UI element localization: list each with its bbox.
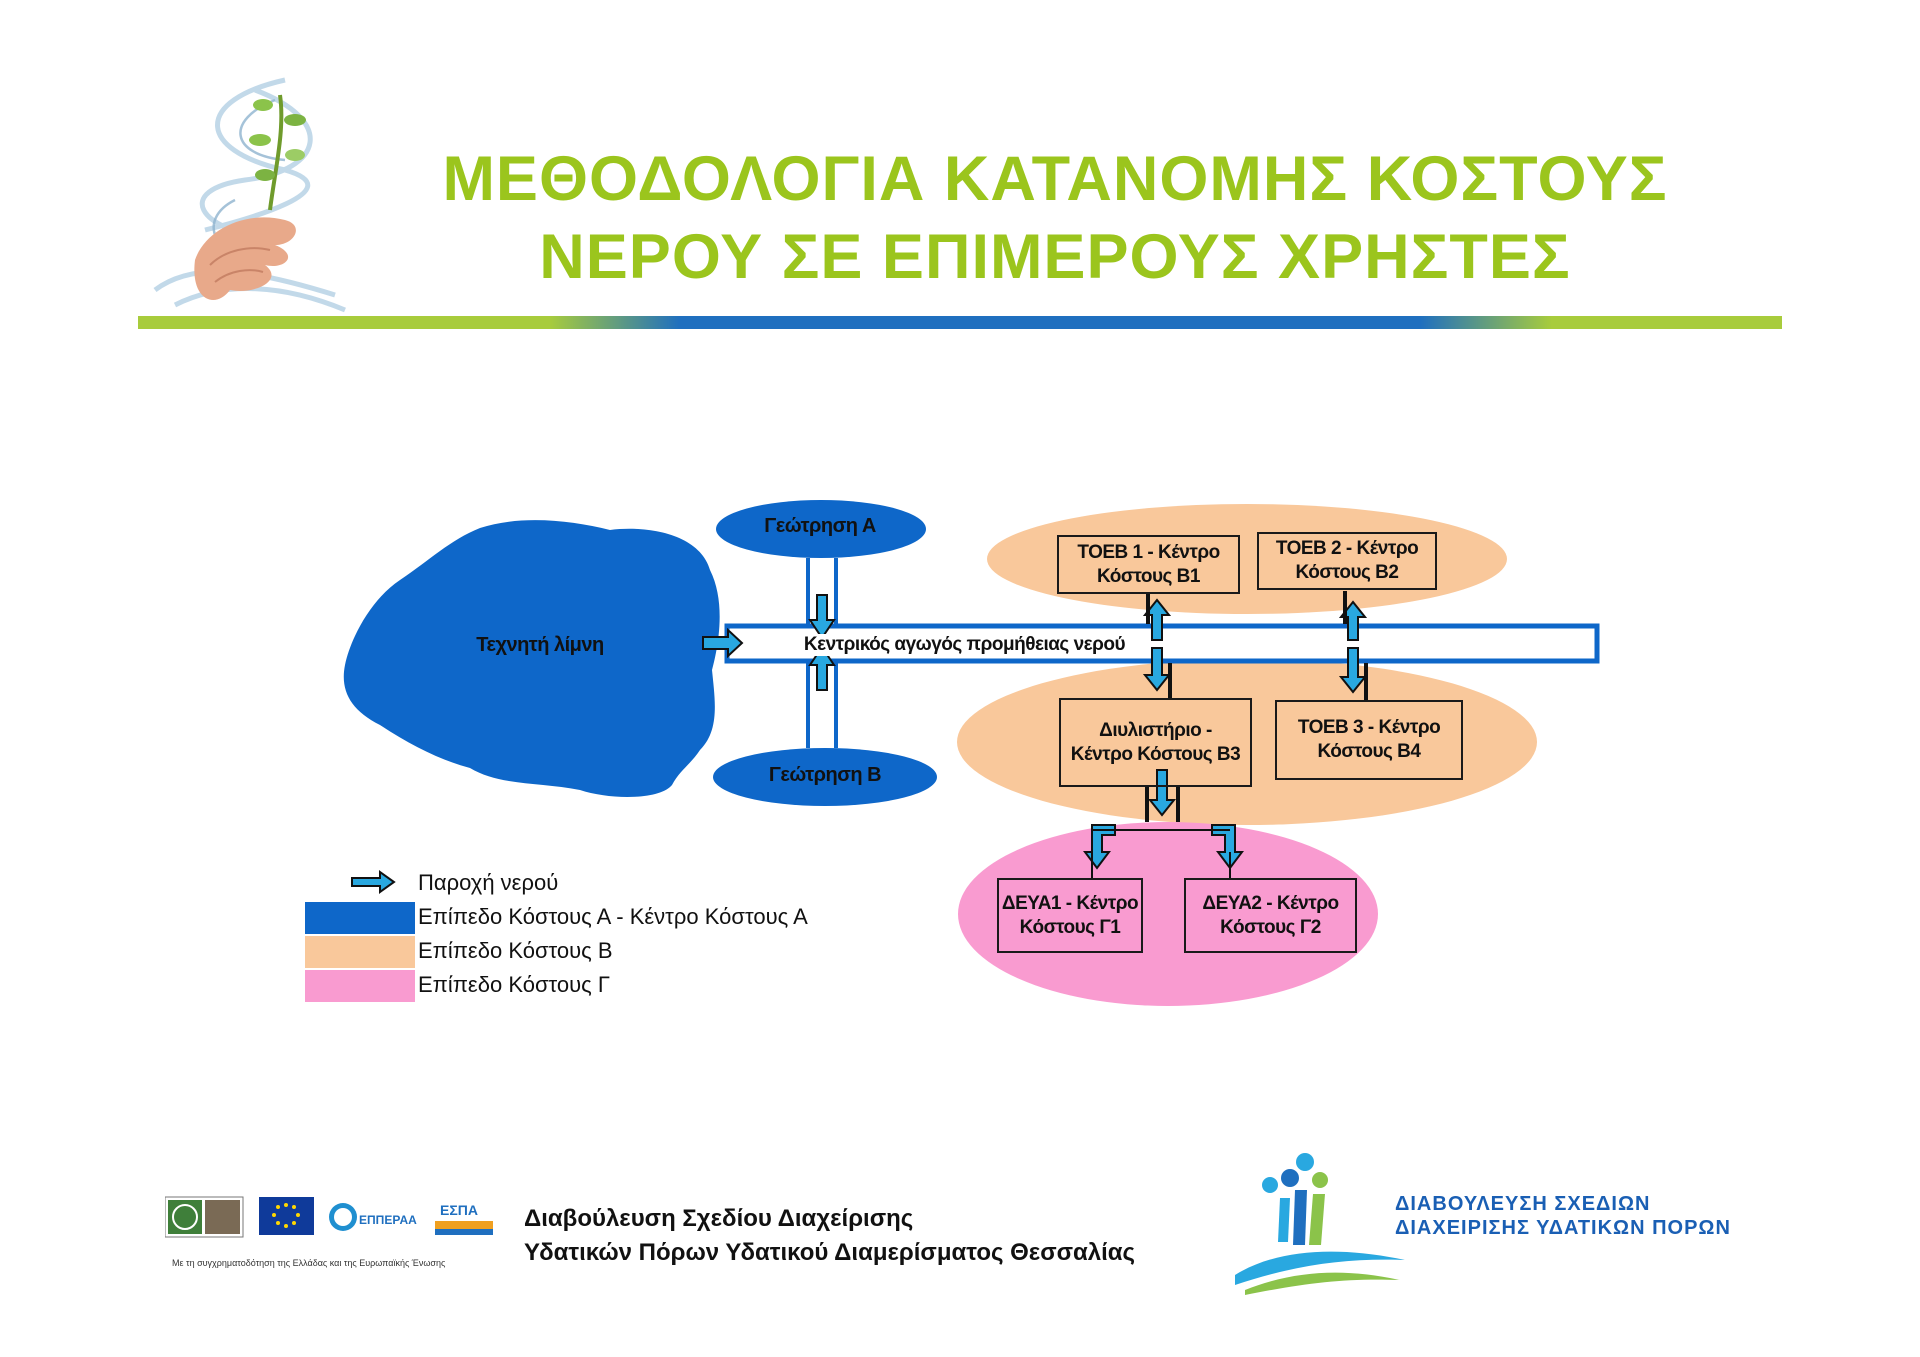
artificial-lake-shape bbox=[343, 520, 720, 797]
lake-label: Τεχνητή λίμνη bbox=[476, 634, 604, 656]
brand-line-2: ΔΙΑΧΕΙΡΙΣΗΣ ΥΔΑΤΙΚΩΝ ΠΟΡΩΝ bbox=[1395, 1217, 1731, 1239]
consultation-logo-icon bbox=[1235, 1153, 1405, 1295]
treatment-plant-cost-center: Διυλιστήριο -Κέντρο Κόστους Β3 bbox=[1059, 698, 1252, 787]
flow-arrow-plant-out bbox=[1147, 769, 1177, 817]
flow-arrow-deya2 bbox=[1211, 824, 1244, 870]
footer-line-2: Υδατικών Πόρων Υδατικού Διαμερίσματος Θε… bbox=[524, 1239, 1136, 1266]
eu-flag-icon bbox=[259, 1197, 314, 1235]
legend-label-level-c: Επίπεδο Κόστους Γ bbox=[418, 972, 611, 997]
flow-arrow-well-a bbox=[808, 594, 836, 640]
svg-text:ΕΠΠΕΡΑΑ: ΕΠΠΕΡΑΑ bbox=[359, 1213, 417, 1227]
flow-arrow-plant bbox=[1142, 647, 1172, 692]
title-line-2: ΝΕΡΟΥ ΣΕ ΕΠΙΜΕΡΟΥΣ ΧΡΗΣΤΕΣ bbox=[539, 222, 1571, 292]
flow-arrow-well-b bbox=[808, 645, 836, 691]
well-a-label: Γεώτρηση Α bbox=[764, 515, 876, 537]
well-pipes bbox=[806, 558, 838, 748]
flow-arrow-toeb1 bbox=[1142, 598, 1172, 641]
brand-line-1: ΔΙΑΒΟΥΛΕΥΣΗ ΣΧΕΔΙΩΝ bbox=[1395, 1193, 1651, 1215]
header-divider bbox=[138, 316, 1782, 329]
cofunding-caption: Με τη συγχρηματοδότηση της Ελλάδας και τ… bbox=[172, 1258, 446, 1268]
well-b-label: Γεώτρηση Β bbox=[768, 764, 882, 786]
legend-label-level-a: Επίπεδο Κόστους Α - Κέντρο Κόστους Α bbox=[418, 904, 808, 929]
legend-arrow-icon bbox=[351, 870, 396, 894]
flow-arrow-lake bbox=[702, 627, 744, 659]
level-c-zone bbox=[958, 822, 1378, 1006]
svg-text:ΕΣΠΑ: ΕΣΠΑ bbox=[440, 1202, 478, 1218]
well-a-shape bbox=[716, 500, 926, 558]
legend-swatch-c bbox=[305, 970, 415, 1002]
well-b-shape bbox=[713, 748, 937, 806]
footer-logos: ΕΠΠΕΡΑΑ ΕΣΠΑ bbox=[165, 1196, 493, 1238]
flow-arrow-toeb3 bbox=[1338, 647, 1368, 694]
connectors bbox=[1091, 591, 1368, 878]
footer-text: Διαβούλευση Σχεδίου Διαχείρισης Υδατικών… bbox=[524, 1202, 1135, 1270]
page-title: ΜΕΘΟΔΟΛΟΓΙΑ ΚΑΤΑΝΟΜΗΣ ΚΟΣΤΟΥΣ ΝΕΡΟΥ ΣΕ Ε… bbox=[380, 140, 1730, 296]
footer-line-1: Διαβούλευση Σχεδίου Διαχείρισης bbox=[524, 1205, 914, 1232]
title-line-1: ΜΕΘΟΔΟΛΟΓΙΑ ΚΑΤΑΝΟΜΗΣ ΚΟΣΤΟΥΣ bbox=[442, 144, 1668, 214]
legend-swatch-a bbox=[305, 902, 415, 934]
level-b-zone-upper bbox=[987, 504, 1507, 614]
main-pipe-label: Κεντρικός αγωγός προμήθειας νερού bbox=[792, 634, 1137, 656]
header-illustration bbox=[153, 77, 346, 313]
legend-label-level-b: Επίπεδο Κόστους Β bbox=[418, 938, 613, 963]
legend-swatch-b bbox=[305, 936, 415, 968]
legend-label-flow: Παροχή νερού bbox=[418, 870, 559, 895]
consultation-brand-text: ΔΙΑΒΟΥΛΕΥΣΗ ΣΧΕΔΙΩΝ ΔΙΑΧΕΙΡΙΣΗΣ ΥΔΑΤΙΚΩΝ… bbox=[1395, 1192, 1731, 1240]
